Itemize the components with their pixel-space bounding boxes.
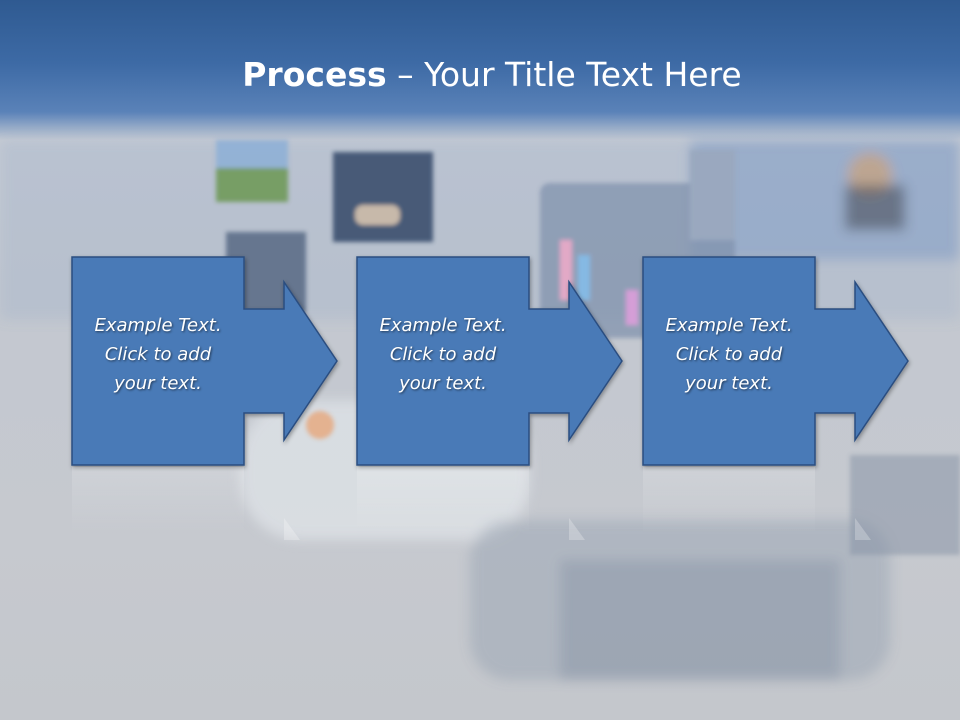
step-2-reflection (357, 467, 585, 540)
step-2-line-2: Click to add (389, 344, 497, 365)
header-band (0, 0, 960, 140)
step-1-line-2: Click to add (104, 344, 212, 365)
slide-title[interactable]: Process – Your Title Text Here (0, 54, 960, 96)
step-2-shape (356, 256, 623, 466)
step-1-line-1: Example Text. (94, 315, 222, 336)
step-2-line-1: Example Text. (379, 315, 507, 336)
step-3-line-3: your text. (685, 373, 773, 394)
step-1-line-3: your text. (114, 373, 202, 394)
step-2-line-3: your text. (399, 373, 487, 394)
step-3-text[interactable]: Example Text. Click to add your text. (643, 311, 815, 398)
title-rest: – Your Title Text Here (386, 55, 742, 94)
step-3-line-1: Example Text. (665, 315, 793, 336)
step-3-reflection (643, 467, 871, 540)
step-1-reflection (72, 467, 300, 540)
step-3-line-2: Click to add (675, 344, 783, 365)
title-bold: Process (242, 55, 387, 94)
step-2-text[interactable]: Example Text. Click to add your text. (357, 311, 529, 398)
step-1-shape (71, 256, 338, 466)
step-3-shape (642, 256, 909, 466)
step-1-text[interactable]: Example Text. Click to add your text. (72, 311, 244, 398)
